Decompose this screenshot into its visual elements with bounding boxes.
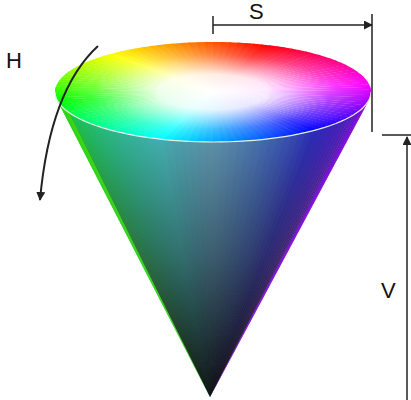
axis-label: H — [6, 50, 22, 72]
hue-arrow — [40, 46, 98, 200]
axis-label: V — [381, 280, 396, 302]
axis-label: S — [249, 1, 264, 23]
white-centre — [55, 42, 371, 142]
disc-rim — [55, 92, 371, 142]
value-tick — [382, 134, 411, 136]
saturation-end-line — [371, 14, 373, 132]
saturation-arrow — [213, 24, 372, 26]
value-arrow — [406, 137, 408, 400]
